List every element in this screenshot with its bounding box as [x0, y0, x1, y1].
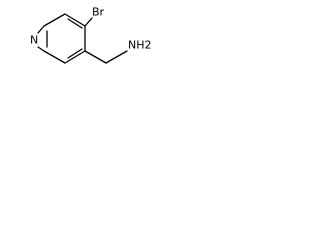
pyridine-ring: [37, 13, 86, 64]
bond-c-ch2: [84, 50, 107, 64]
ring-nitrogen-label: N: [30, 34, 38, 47]
bond-c2-c3: [43, 13, 66, 27]
amine-label: NH2: [128, 39, 152, 52]
bond-c3-c4: [64, 13, 86, 27]
bond-c6-c7: [43, 50, 66, 64]
bromine-label: Br: [92, 6, 105, 19]
double-bond-inner-1: [67, 18, 83, 29]
bond-ch2-nh2: [105, 50, 128, 64]
bond-c5-c6: [64, 50, 86, 64]
bond-n-c2: [37, 25, 45, 34]
bond-c7-n: [37, 46, 45, 52]
bond-c-br: [84, 17, 93, 27]
double-bond-inner-2: [67, 48, 83, 59]
chemical-structure: N Br NH2: [30, 6, 152, 64]
